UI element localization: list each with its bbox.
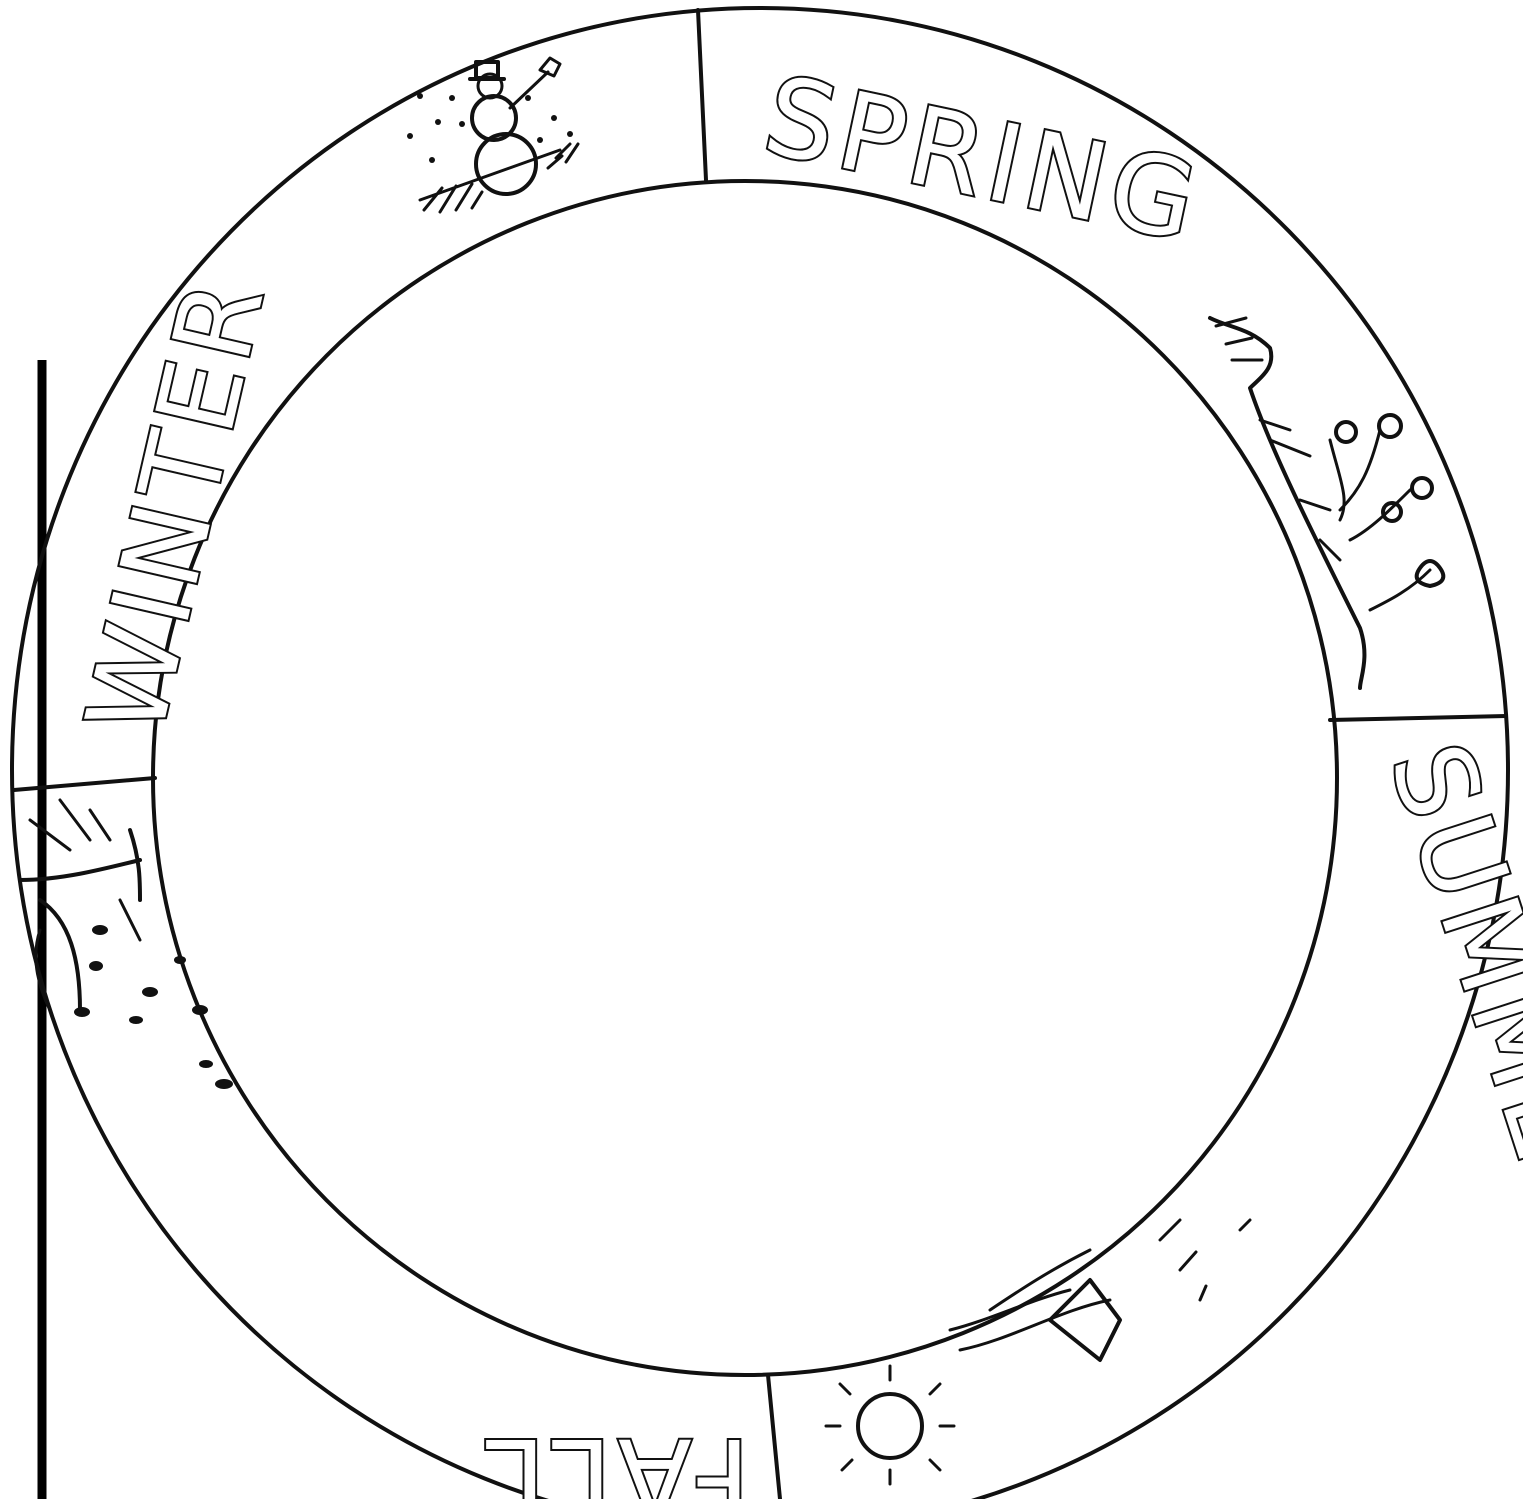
outer-ring [12,8,1508,1499]
season-label-fall: FALL [480,1414,750,1499]
divider-left [14,778,155,790]
divider-right [1330,716,1506,720]
sun-icon [826,1366,954,1484]
divider-top [698,10,706,180]
snowman-icon [407,58,578,212]
seaside-sketch-icon [950,1220,1250,1360]
falling-leaves-tree-icon [20,800,233,1089]
season-label-summer: SUMMER [1365,729,1523,1256]
inner-ring [153,181,1337,1375]
season-label-spring: SPRING [755,53,1212,267]
divider-bottom [768,1375,780,1499]
season-label-winter: WINTER [64,265,290,746]
flowers-icon [1210,318,1443,688]
